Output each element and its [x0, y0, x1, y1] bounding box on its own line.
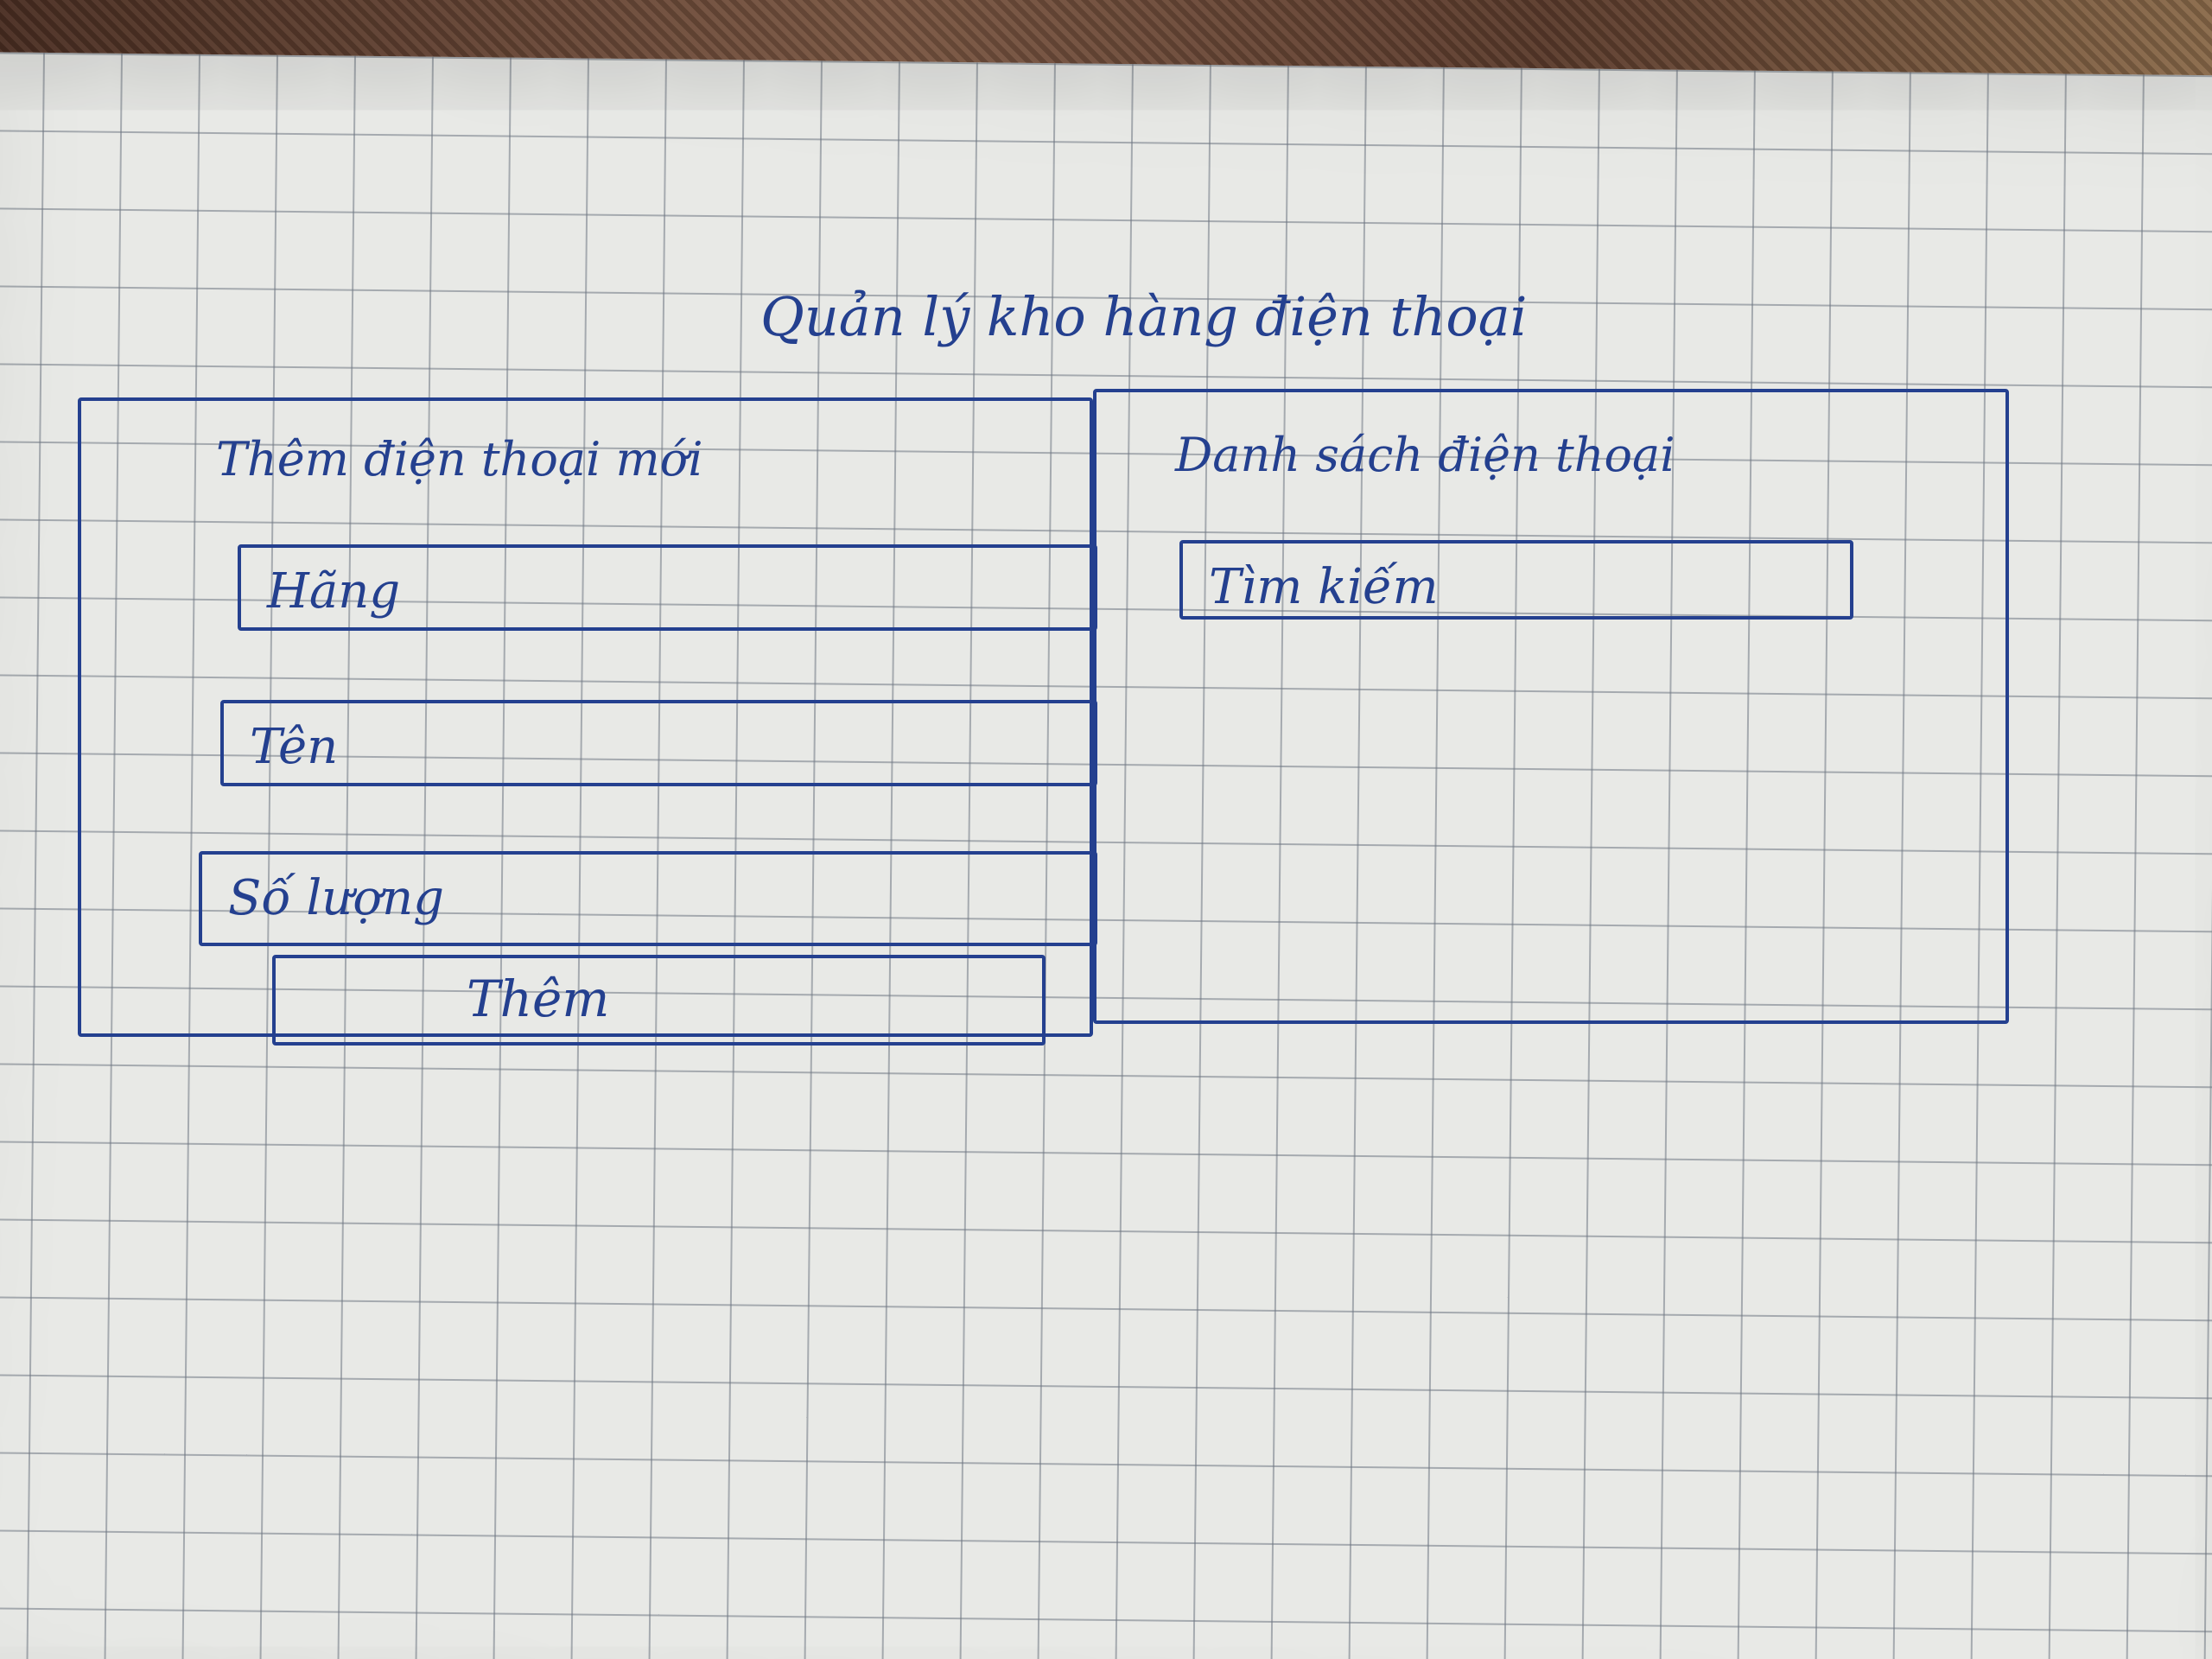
phone-list-heading: Danh sách điện thoại [1175, 428, 1675, 482]
add-button[interactable] [272, 955, 1046, 1046]
page-title: Quản lý kho hàng điện thoại [760, 285, 1528, 348]
add-button-label: Thêm [467, 969, 610, 1028]
quantity-input[interactable]: Số lượng [199, 851, 1097, 946]
name-input[interactable]: Tên [220, 700, 1097, 786]
quantity-input-label: Số lượng [228, 870, 445, 926]
name-input-label: Tên [250, 719, 339, 775]
add-phone-heading: Thêm điện thoại mới [216, 432, 703, 486]
search-input-placeholder: Tìm kiếm [1209, 559, 1439, 615]
brand-input-label: Hãng [267, 563, 401, 620]
add-phone-panel [78, 397, 1093, 1037]
phone-list-panel [1093, 389, 2009, 1024]
brand-input[interactable]: Hãng [238, 544, 1097, 631]
search-input[interactable]: Tìm kiếm [1179, 540, 1853, 620]
